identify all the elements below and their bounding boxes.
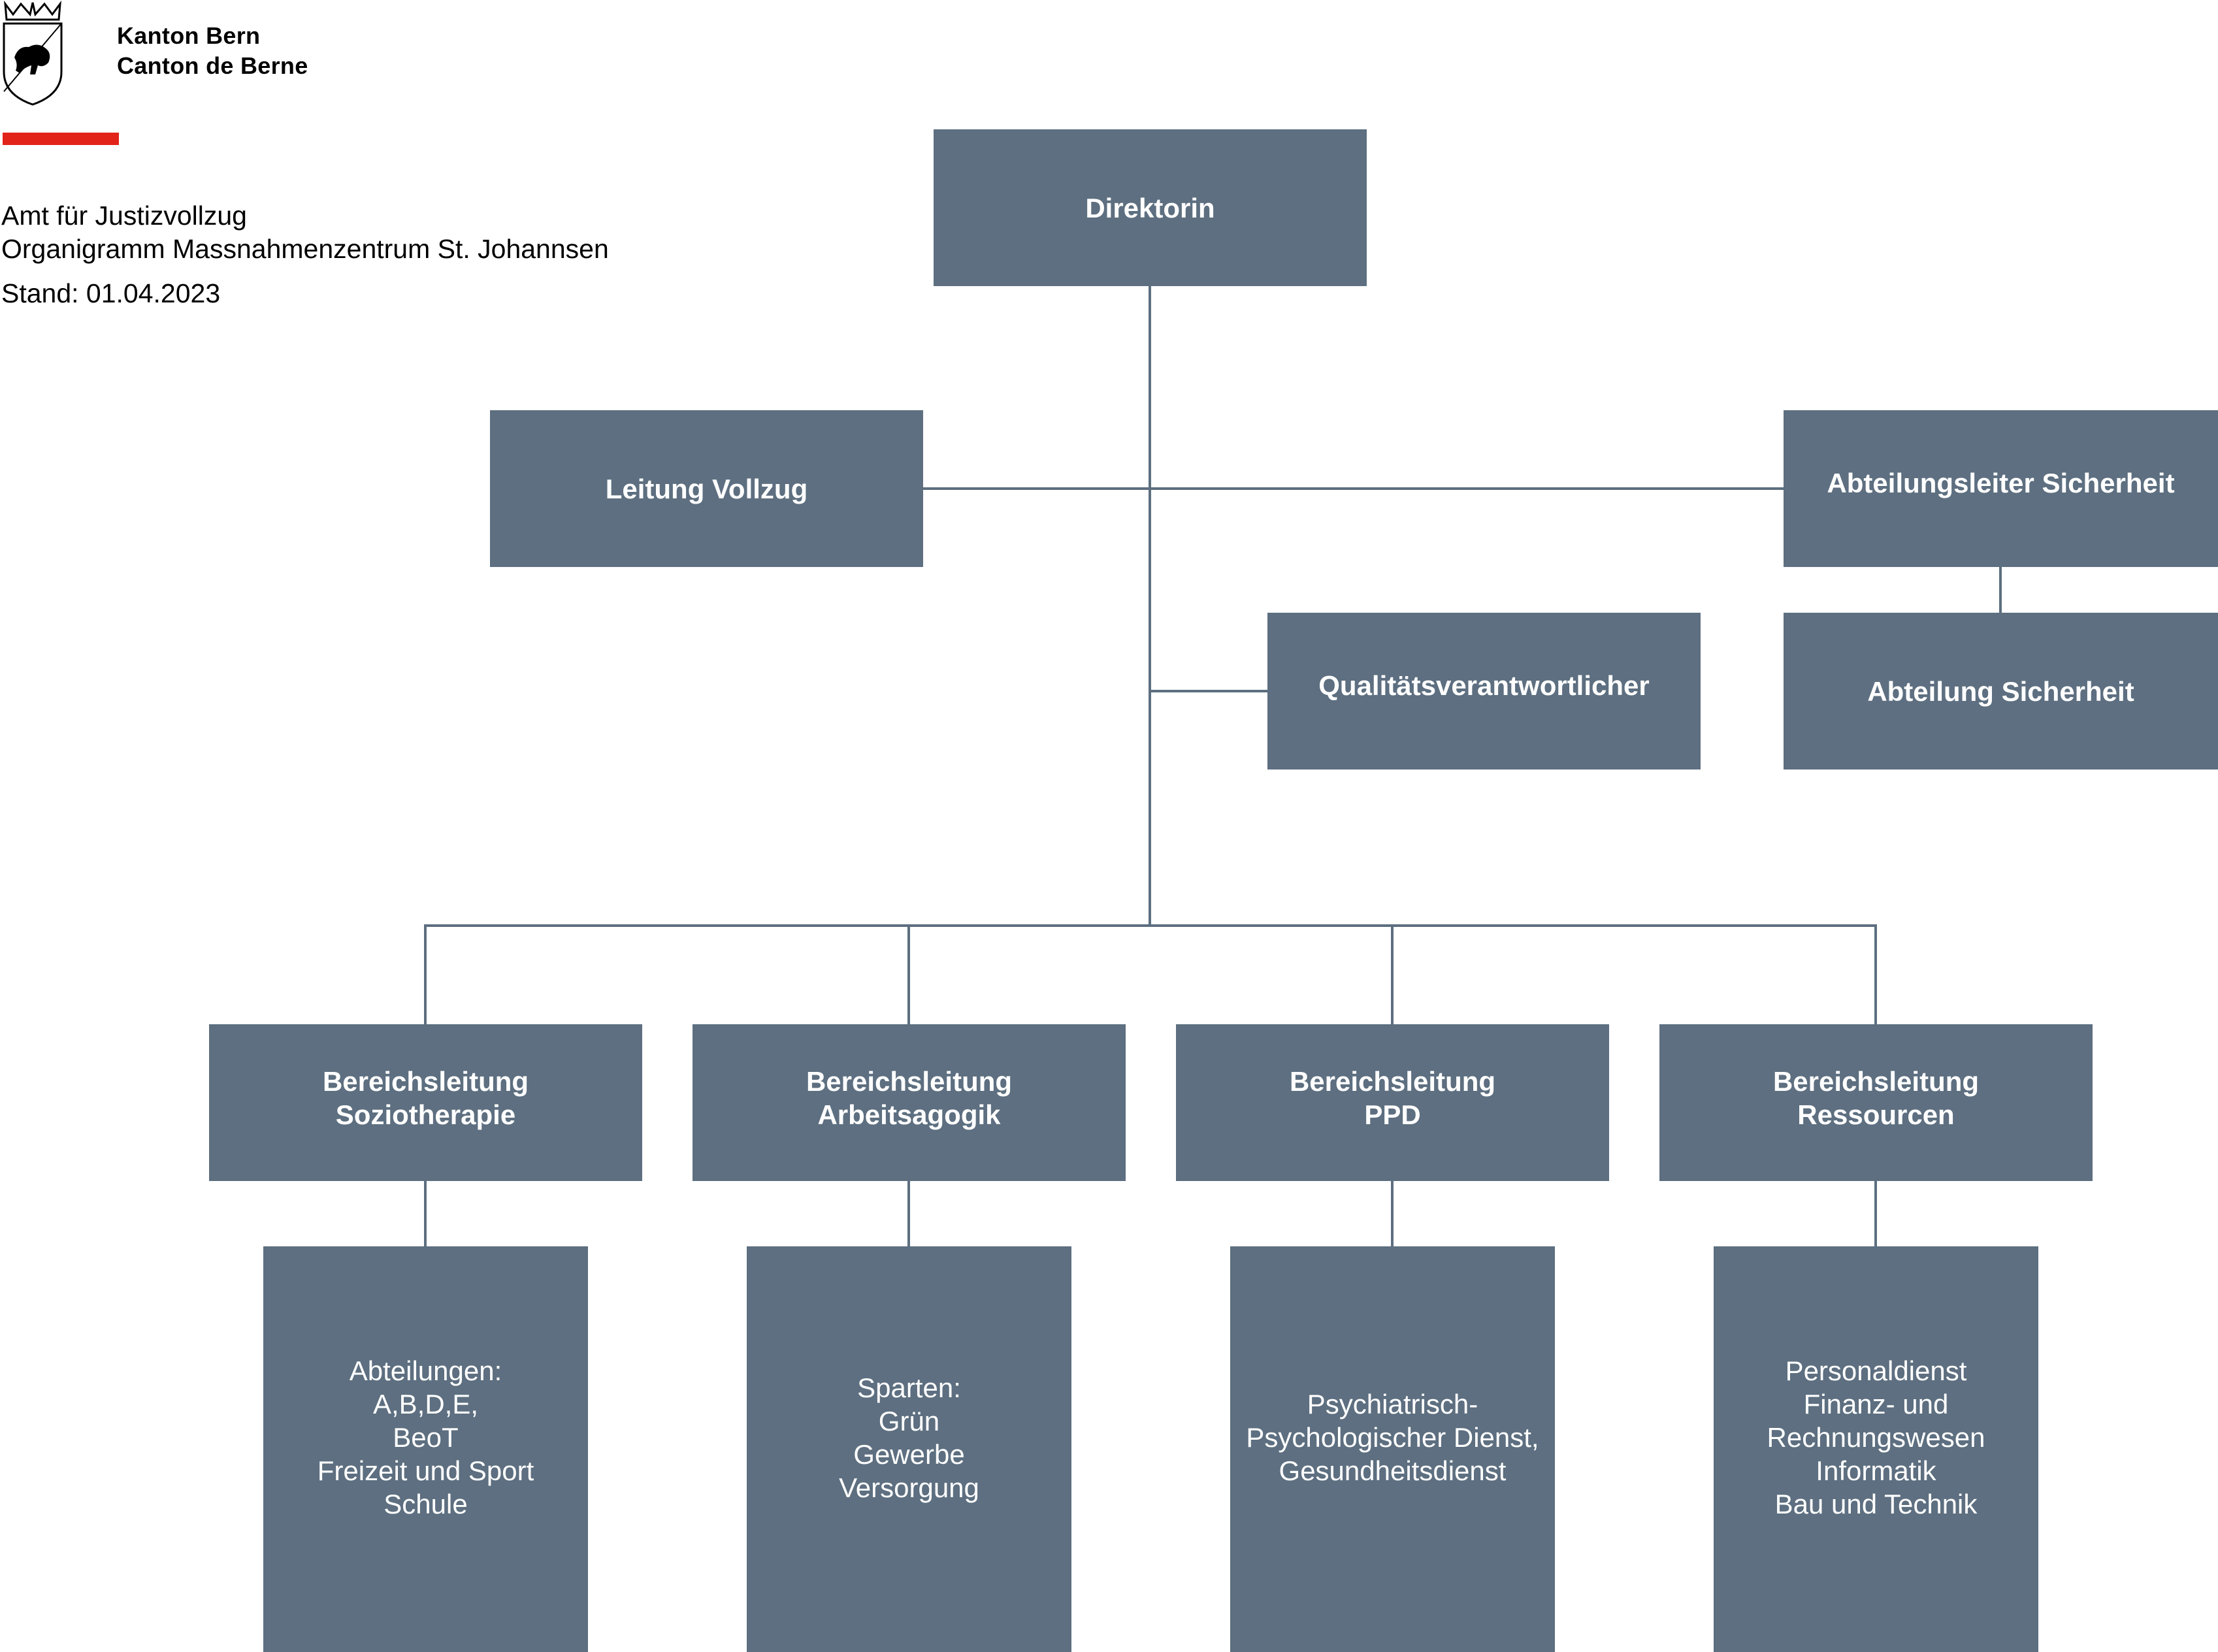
division-title: Bereichsleitung: [1772, 1066, 1980, 1097]
division-box-soziotherapie: Bereichsleitung Soziotherapie: [209, 1024, 642, 1181]
connector: [424, 1180, 427, 1248]
unit-line: A,B,D,E,: [372, 1389, 479, 1419]
connector: [1874, 924, 1877, 1025]
abteilungsleiter-sicherheit-box: Abteilungsleiter Sicherheit: [1784, 410, 2218, 567]
units-box-arbeitsagogik: Sparten: Grün Gewerbe Versorgung: [747, 1246, 1071, 1652]
unit-line: Informatik: [1816, 1455, 1936, 1486]
connector: [907, 924, 910, 1025]
unit-line: Psychologischer Dienst,: [1246, 1422, 1539, 1453]
unit-line: Grün: [878, 1405, 940, 1436]
qualitaet-box: Qualitätsverantwortlicher: [1267, 613, 1701, 769]
division-box-ressourcen: Bereichsleitung Ressourcen: [1659, 1024, 2093, 1181]
connector: [1874, 1180, 1877, 1248]
unit-line: Bau und Technik: [1774, 1489, 1978, 1519]
bern-coat-of-arms-logo: [3, 0, 63, 106]
division-name: Soziotherapie: [335, 1099, 516, 1130]
unit-line: Gewerbe: [853, 1438, 965, 1470]
director-box: Direktorin: [934, 129, 1367, 286]
unit-line: Personaldienst: [1785, 1355, 1967, 1386]
director-label: Direktorin: [1085, 192, 1215, 223]
canton-name-fr: Canton de Berne: [117, 52, 308, 79]
unit-line: Rechnungswesen: [1767, 1422, 1985, 1453]
units-box-ressourcen: Personaldienst Finanz- und Rechnungswese…: [1714, 1246, 2038, 1652]
division-name: PPD: [1364, 1099, 1421, 1130]
division-title: Bereichsleitung: [806, 1066, 1013, 1097]
division-box-arbeitsagogik: Bereichsleitung Arbeitsagogik: [693, 1024, 1126, 1181]
connector: [1149, 285, 1151, 926]
unit-line: Freizeit und Sport: [317, 1455, 534, 1486]
connector: [1999, 567, 2002, 613]
connector: [1391, 1180, 1394, 1248]
unit-line: BeoT: [393, 1422, 459, 1453]
division-title: Bereichsleitung: [1289, 1066, 1496, 1097]
unit-line: Gesundheitsdienst: [1279, 1455, 1507, 1486]
connector: [923, 487, 1784, 490]
office-name: Amt für Justizvollzug: [1, 201, 247, 231]
unit-line: Versorgung: [839, 1472, 979, 1503]
page-title: Organigramm Massnahmenzentrum St. Johann…: [1, 234, 609, 264]
connector: [424, 924, 1877, 927]
leitung-vollzug-label: Leitung Vollzug: [605, 473, 808, 504]
brand-red-bar: [3, 133, 119, 145]
abteilung-sicherheit-label: Abteilung Sicherheit: [1867, 675, 2134, 707]
units-box-soziotherapie: Abteilungen: A,B,D,E, BeoT Freizeit und …: [263, 1246, 588, 1652]
unit-line: Schule: [383, 1489, 468, 1519]
date-stamp: Stand: 01.04.2023: [1, 278, 221, 308]
unit-line: Finanz- und: [1803, 1389, 1949, 1419]
unit-line: Psychiatrisch-: [1307, 1389, 1478, 1419]
abteilungsleiter-sicherheit-label: Abteilungsleiter Sicherheit: [1827, 467, 2175, 498]
connector: [1391, 924, 1394, 1025]
leitung-vollzug-box: Leitung Vollzug: [490, 410, 923, 567]
qualitaet-label: Qualitätsverantwortlicher: [1318, 670, 1650, 701]
connector: [1150, 690, 1269, 692]
canton-name-de: Kanton Bern: [117, 22, 261, 49]
division-name: Ressourcen: [1797, 1099, 1955, 1130]
units-box-ppd: Psychiatrisch- Psychologischer Dienst, G…: [1230, 1246, 1555, 1652]
unit-line: Sparten:: [857, 1372, 961, 1403]
connector: [424, 924, 427, 1025]
division-title: Bereichsleitung: [322, 1066, 529, 1097]
abteilung-sicherheit-box: Abteilung Sicherheit: [1784, 613, 2218, 769]
connector: [907, 1180, 910, 1248]
unit-line: Abteilungen:: [349, 1355, 502, 1386]
division-box-ppd: Bereichsleitung PPD: [1176, 1024, 1609, 1181]
division-name: Arbeitsagogik: [817, 1099, 1001, 1130]
canton-name: Kanton Bern Canton de Berne: [117, 21, 308, 81]
